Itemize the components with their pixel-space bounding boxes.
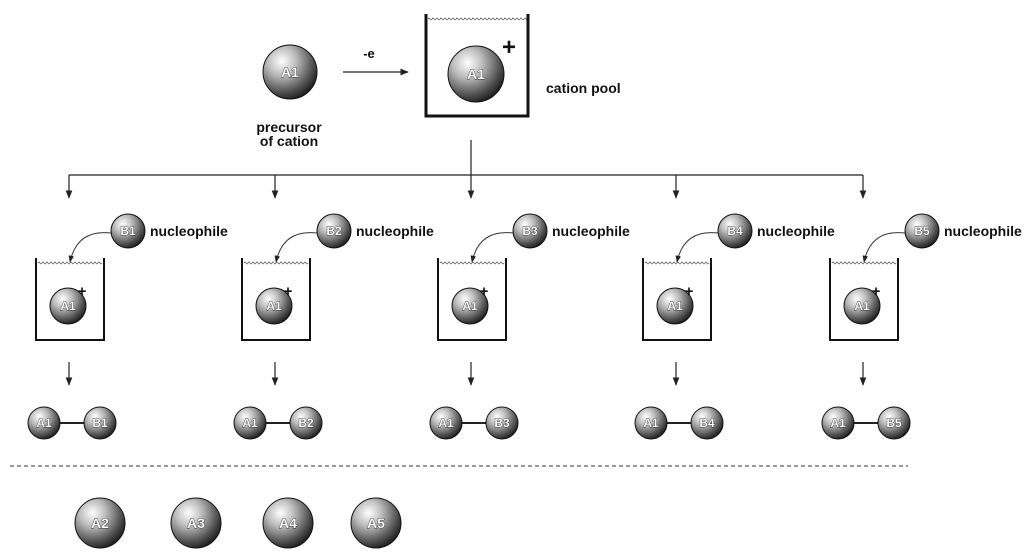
product-1-left-sphere-label: A1: [36, 416, 52, 430]
precursor-A3-sphere-label: A3: [187, 515, 205, 531]
precursor-A2-sphere-label: A2: [91, 515, 109, 531]
nucleophile-1-sphere-label: B1: [120, 224, 136, 238]
reaction-vessel-2: [241, 258, 311, 341]
nucleophile-1-label: nucleophile: [150, 223, 228, 239]
nucleophile-4-label: nucleophile: [757, 223, 835, 239]
precursor-A5-sphere-label: A5: [367, 515, 385, 531]
product-1-right-sphere: [83, 406, 117, 440]
nucleophile-addition-arrow-2: [274, 232, 318, 263]
vessel-2-cation-sphere: [255, 287, 293, 325]
nucleophile-5-label: nucleophile: [944, 223, 1022, 239]
product-2-left-sphere-label: A1: [242, 416, 258, 430]
product-2-left-sphere: [233, 406, 267, 440]
reaction-vessel-4: [642, 258, 712, 341]
precursor-A5-sphere: [350, 497, 402, 549]
cation-pool-label: cation pool: [546, 80, 621, 96]
product-2-right-sphere-label: B2: [298, 416, 314, 430]
nucleophile-addition-arrow-4: [675, 232, 719, 263]
nucleophile-1-sphere: [110, 213, 146, 249]
product-1-right-sphere-label: B1: [92, 416, 108, 430]
vessel-5-cation-sphere: [843, 287, 881, 325]
precursor-A3-sphere: [170, 497, 222, 549]
reaction-vessel-3: [437, 258, 507, 341]
nucleophile-5-sphere-label: B5: [914, 224, 930, 238]
oxidation-arrow-label: -e: [363, 46, 375, 61]
nucleophile-3-label: nucleophile: [552, 223, 630, 239]
cation-pool-vessel-solution-surface: [427, 17, 527, 21]
reaction-vessel-5: [829, 258, 899, 341]
product-1-left-sphere: [27, 406, 61, 440]
nucleophile-2-label: nucleophile: [356, 223, 434, 239]
precursor-A4-sphere: [262, 497, 314, 549]
cation-pool-vessel: [424, 14, 530, 118]
nucleophile-addition-arrow-3: [470, 232, 514, 263]
product-4-right-sphere: [690, 406, 724, 440]
precursor-sphere: [262, 44, 318, 100]
product-3-right-sphere-label: B3: [494, 416, 510, 430]
vessel-4-cation-sphere: [656, 287, 694, 325]
pool-cation-sphere-label: A1: [467, 66, 485, 82]
vessel-2-cation-charge: +: [284, 283, 293, 300]
nucleophile-4-sphere: [717, 213, 753, 249]
precursor-caption-line2: of cation: [260, 133, 318, 149]
product-4-left-sphere-label: A1: [643, 416, 659, 430]
vessel-4-cation-charge: +: [685, 283, 694, 300]
reaction-vessel-2-solution-surface: [243, 261, 309, 265]
nucleophile-addition-arrow-1: [68, 232, 112, 263]
pool-cation-sphere: [447, 45, 505, 103]
reaction-vessel-1: [35, 258, 105, 341]
pool-cation-charge: +: [502, 34, 516, 61]
nucleophile-2-sphere-label: B2: [326, 224, 342, 238]
vessel-3-cation-sphere: [451, 287, 489, 325]
product-5-right-sphere-label: B5: [886, 416, 902, 430]
nucleophile-3-sphere-label: B3: [522, 224, 538, 238]
nucleophile-5-sphere: [904, 213, 940, 249]
reaction-vessel-4-solution-surface: [644, 261, 710, 265]
product-2-right-sphere: [289, 406, 323, 440]
reaction-vessel-1-solution-surface: [37, 261, 103, 265]
product-5-left-sphere: [821, 406, 855, 440]
reaction-vessel-3-solution-surface: [439, 261, 505, 265]
vessel-1-cation-sphere: [49, 287, 87, 325]
nucleophile-2-sphere: [316, 213, 352, 249]
nucleophile-3-sphere: [512, 213, 548, 249]
precursor-sphere-label: A1: [281, 64, 299, 80]
vessel-2-cation-sphere-label: A1: [266, 299, 282, 313]
product-5-right-sphere: [877, 406, 911, 440]
vessel-1-cation-sphere-label: A1: [60, 299, 76, 313]
nucleophile-4-sphere-label: B4: [727, 224, 743, 238]
vessel-5-cation-sphere-label: A1: [854, 299, 870, 313]
vessel-3-cation-charge: +: [480, 283, 489, 300]
product-4-right-sphere-label: B4: [699, 416, 715, 430]
vessel-4-cation-sphere-label: A1: [667, 299, 683, 313]
product-3-right-sphere: [485, 406, 519, 440]
product-5-left-sphere-label: A1: [830, 416, 846, 430]
precursor-caption-line1: precursor: [256, 119, 322, 135]
product-3-left-sphere-label: A1: [438, 416, 454, 430]
vessel-3-cation-sphere-label: A1: [462, 299, 478, 313]
precursor-A4-sphere-label: A4: [279, 515, 297, 531]
vessel-1-cation-charge: +: [78, 283, 87, 300]
reaction-vessel-5-solution-surface: [831, 261, 897, 265]
vessel-5-cation-charge: +: [872, 283, 881, 300]
nucleophile-addition-arrow-5: [862, 232, 906, 263]
product-3-left-sphere: [429, 406, 463, 440]
product-4-left-sphere: [634, 406, 668, 440]
precursor-A2-sphere: [74, 497, 126, 549]
